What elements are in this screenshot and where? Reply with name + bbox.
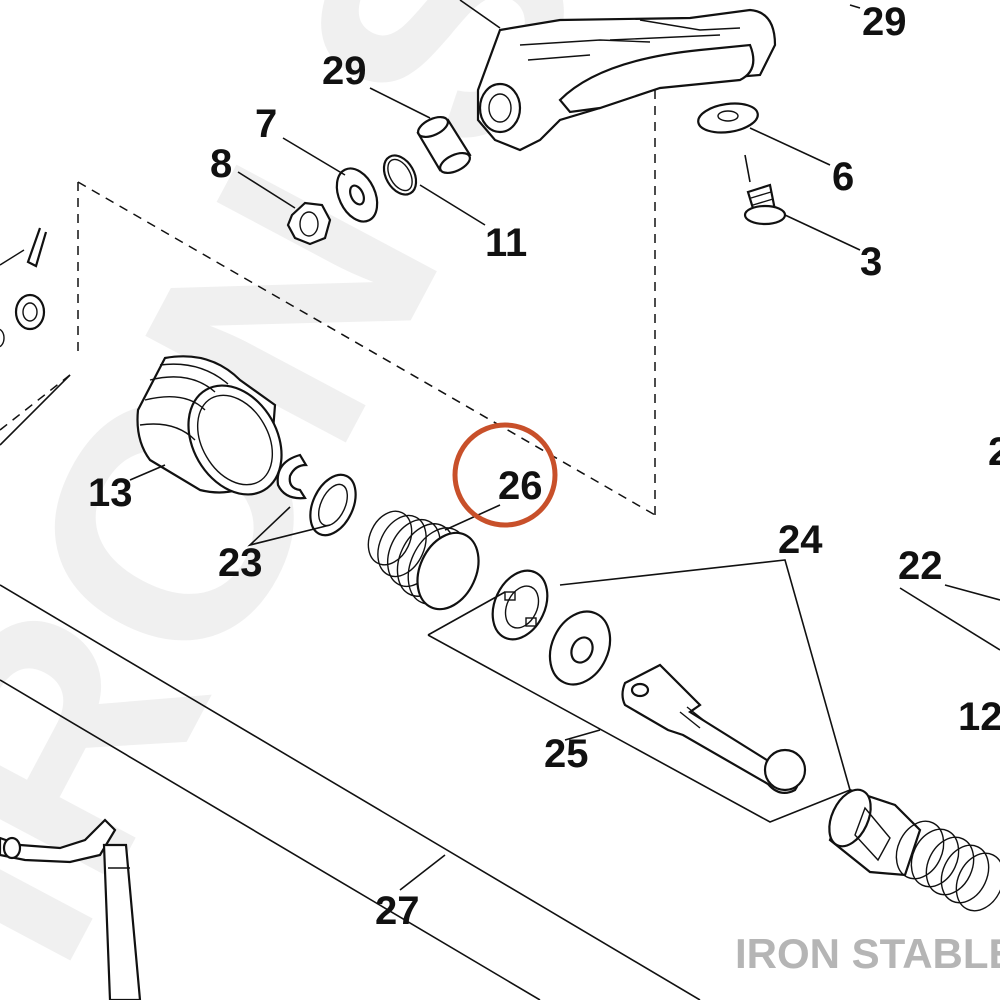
part-23-clip (276, 453, 357, 537)
callout-3: 3 (860, 240, 882, 284)
callout-8: 8 (210, 142, 232, 186)
callout-27: 27 (375, 889, 420, 933)
part-3-screw (743, 183, 787, 226)
pedal-bracket (459, 0, 777, 152)
part-25-group-bracket (427, 591, 506, 636)
callout-26: 26 (498, 464, 543, 508)
cotter-pin-and-washer (0, 227, 48, 348)
dashed-assembly-guides (0, 70, 656, 516)
part-25-group-bracket-lower (427, 634, 851, 823)
callout-29: 29 (322, 49, 367, 93)
callout-2-edge: 2 (988, 430, 1000, 474)
part-13-rubber-boot (136, 355, 283, 496)
callout-11: 11 (485, 221, 527, 265)
piston-with-spring (828, 788, 1000, 912)
callout-numbers: 29 29 7 8 6 11 3 2 13 26 24 23 22 12 25 … (88, 0, 1000, 933)
callout-12: 12 (958, 695, 1000, 739)
part-7-washer (335, 167, 379, 223)
part-11-oring (382, 154, 418, 196)
brand-label: IRON STABLE (735, 930, 1000, 977)
part-29-bushing (416, 115, 472, 175)
part-6-washer (697, 102, 759, 134)
callout-7: 7 (255, 102, 277, 146)
callout-13: 13 (88, 471, 133, 515)
callout-22: 22 (898, 544, 943, 588)
part-27-hose-line (0, 818, 142, 1000)
callout-25: 25 (544, 732, 589, 776)
body-outline-lines (0, 374, 1000, 1000)
part-26-spring (367, 510, 480, 611)
callout-29-top-right: 29 (862, 0, 907, 44)
callout-6: 6 (832, 155, 854, 199)
callout-24: 24 (778, 518, 823, 562)
callout-23: 23 (218, 541, 263, 585)
part-11-oring-inner (387, 158, 413, 192)
highlight-circle-26 (452, 422, 558, 528)
part-25-push-rod (621, 663, 807, 795)
callout-leader-lines (129, 4, 1000, 891)
part-8-nut (286, 201, 332, 246)
part-24-retainer (491, 569, 549, 641)
part-25-washer (548, 610, 612, 686)
